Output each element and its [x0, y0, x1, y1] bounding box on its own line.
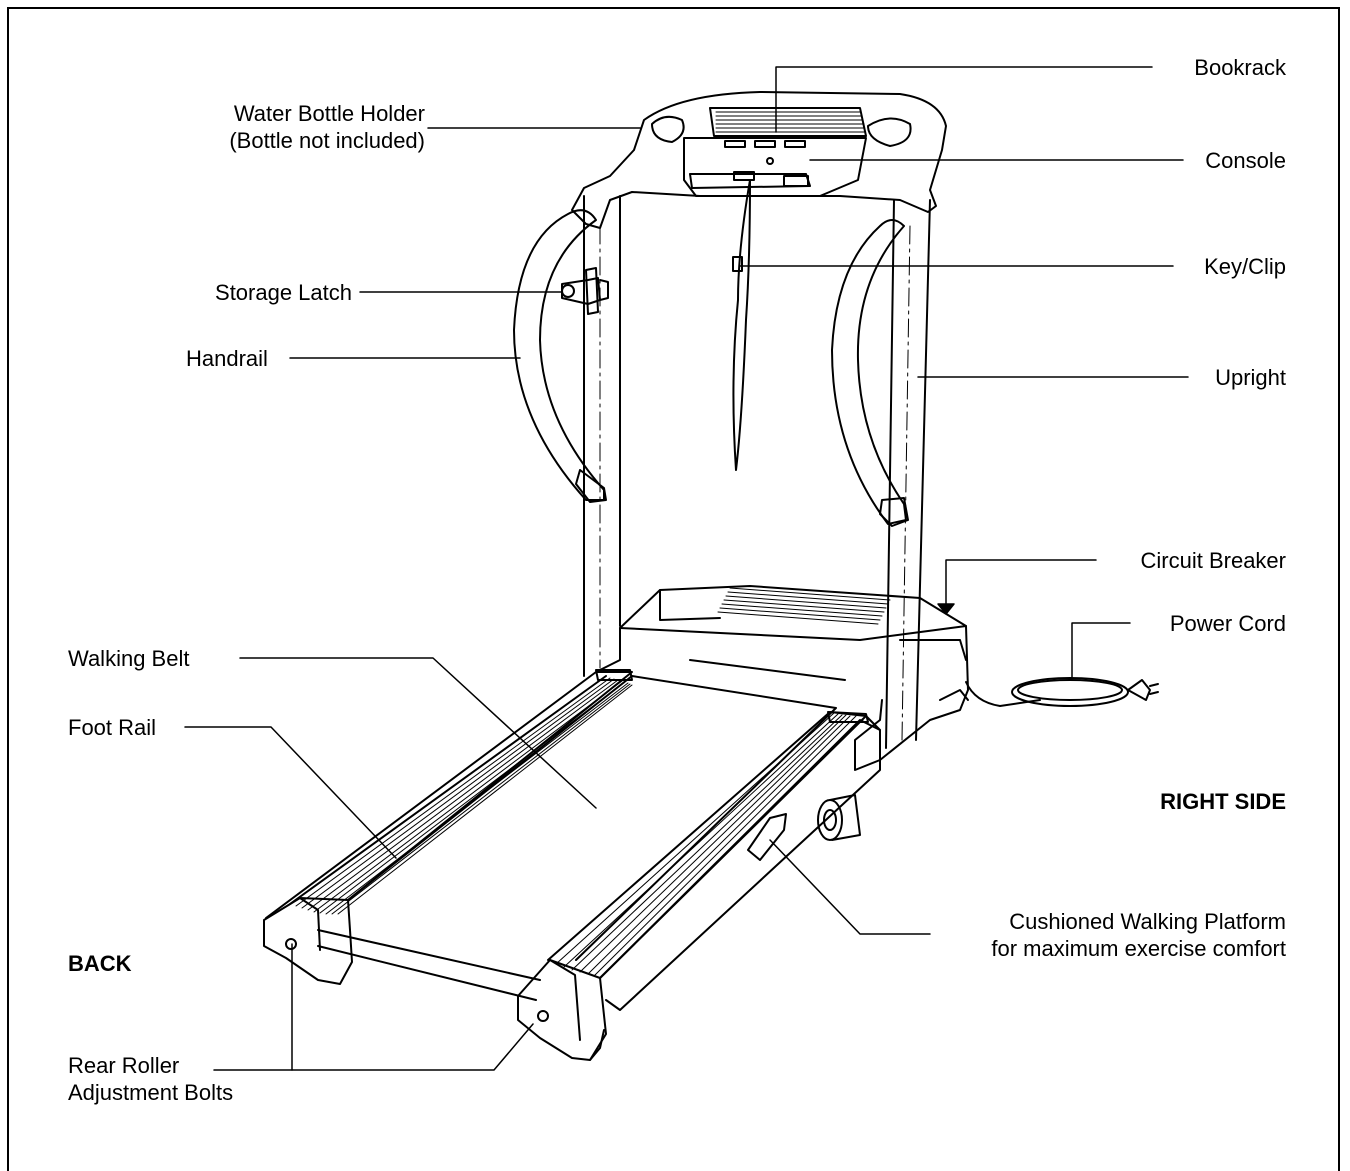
- console-label: Console: [1205, 148, 1286, 173]
- right-side-label: RIGHT SIDE: [1160, 789, 1286, 814]
- water-bottle-holder-label: Water Bottle Holder (Bottle not included…: [229, 100, 425, 154]
- handrails: [513, 209, 909, 527]
- diagram-frame: [7, 7, 1340, 1171]
- cushioned-platform-line-2: for maximum exercise comfort: [991, 936, 1286, 961]
- cushioned-platform-line-1: Cushioned Walking Platform: [1009, 909, 1286, 934]
- walking-belt-label: Walking Belt: [68, 646, 190, 671]
- key-clip-label: Key/Clip: [1204, 254, 1286, 279]
- foot-rail-label: Foot Rail: [68, 715, 157, 740]
- rear-roller-label: Rear Roller Adjustment Bolts: [68, 1052, 233, 1106]
- power-cord-label: Power Cord: [1169, 611, 1286, 636]
- deck: [263, 669, 881, 1061]
- power-cord: [965, 677, 1159, 707]
- water-bottle-holder-line-2: (Bottle not included): [229, 128, 425, 153]
- upright-label: Upright: [1215, 365, 1286, 390]
- handrail-label: Handrail: [186, 346, 268, 371]
- water-bottle-holder-line-1: Water Bottle Holder: [233, 101, 425, 126]
- storage-latch-label: Storage Latch: [215, 280, 352, 305]
- transport-wheel: [817, 794, 861, 841]
- leader-lines: [184, 66, 1189, 1071]
- cushioned-platform-label: Cushioned Walking Platform for maximum e…: [991, 908, 1286, 962]
- bookrack-label: Bookrack: [1194, 55, 1286, 80]
- circuit-breaker-label: Circuit Breaker: [1140, 548, 1286, 573]
- uprights: [583, 195, 931, 749]
- storage-latch: [561, 267, 609, 315]
- rear-roller-line-2: Adjustment Bolts: [68, 1080, 234, 1105]
- rear-roller-line-1: Rear Roller: [68, 1053, 180, 1078]
- back-label: BACK: [68, 951, 132, 976]
- console-assembly: [571, 91, 947, 471]
- motor-hood: [599, 585, 969, 771]
